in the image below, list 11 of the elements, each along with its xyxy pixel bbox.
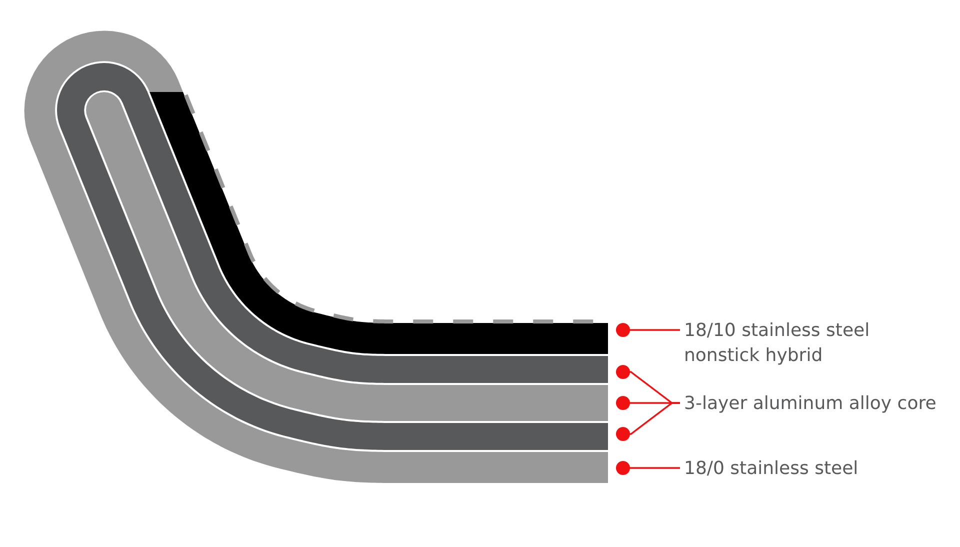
leader-line [616, 402, 680, 441]
layer-label: 18/10 stainless steel nonstick hybrid [684, 318, 919, 368]
leader-line [616, 461, 680, 475]
layer-label: 3-layer aluminum alloy core [684, 390, 954, 416]
core-layer [86, 92, 608, 421]
core-layer [122, 91, 608, 383]
leader-line [616, 323, 680, 337]
core-layer [57, 63, 608, 450]
layer-label: 18/0 stainless steel [684, 456, 919, 480]
nonstick-layer [150, 92, 608, 354]
outer-layer [24, 30, 608, 483]
